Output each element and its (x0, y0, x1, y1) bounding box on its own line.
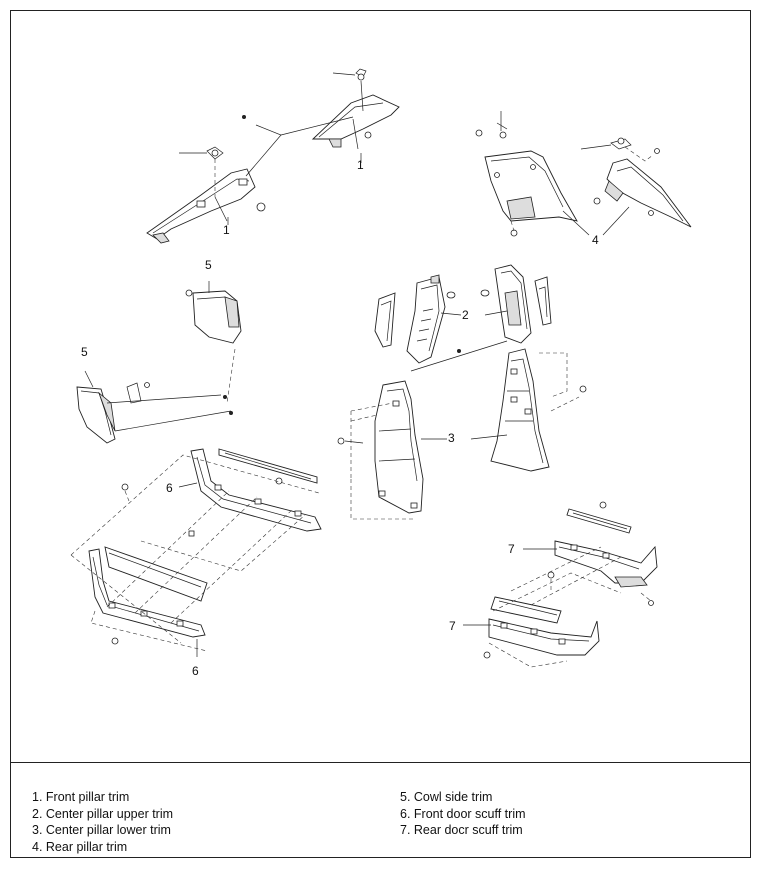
front-door-scuff-trim-group (70, 448, 322, 657)
center-pillar-lower-trim-group (337, 348, 587, 520)
legend-item-rear-door-scuff-trim: 7. Rear docr scuff trim (400, 823, 523, 837)
legend-item-center-pillar-upper-trim: 2. Center pillar upper trim (32, 806, 174, 821)
callout-6-upper: 6 (166, 481, 173, 495)
callout-6-lower: 6 (192, 664, 199, 678)
legend-column-left: 1. Front pillar trim 2. Center pillar up… (32, 789, 173, 855)
legend-item-front-pillar-trim: 1. Front pillar trim (32, 790, 130, 804)
callout-3: 3 (448, 431, 455, 445)
parts-legend: 1. Front pillar trim 2. Center pillar up… (11, 763, 750, 857)
legend-item-front-door-scuff-trim: 6. Front door scuff trim (400, 806, 526, 821)
legend-item-cowl-side-trim: 5. Cowl side trim (400, 790, 493, 804)
callout-1-right: 1 (357, 158, 364, 172)
front-door-scuff-trim-lower (88, 548, 206, 638)
legend-item-rear-pillar-trim: 4. Rear pillar trim (32, 839, 128, 854)
callout-7-lower: 7 (449, 619, 456, 633)
exploded-view-diagram: 1 1 4 5 5 2 3 6 6 7 7 (70, 68, 692, 678)
rear-pillar-trim-group (475, 111, 692, 237)
front-pillar-trim-right (311, 94, 400, 140)
rear-door-scuff-trim-group (463, 501, 658, 668)
diagram-frame: 1 1 4 5 5 2 3 6 6 7 7 1. Front pillar tr… (10, 10, 751, 858)
callout-5-lower: 5 (81, 345, 88, 359)
callout-5-upper: 5 (205, 258, 212, 272)
center-pillar-lower-trim-right (490, 348, 550, 472)
cowl-side-trim-lower (76, 386, 116, 444)
legend-divider (11, 762, 750, 763)
front-door-scuff-trim-upper (190, 448, 322, 532)
callout-2: 2 (462, 308, 469, 322)
callout-4: 4 (592, 233, 599, 247)
front-pillar-trim-group (146, 68, 400, 244)
callout-7-upper: 7 (508, 542, 515, 556)
cowl-side-trim-group (76, 281, 242, 444)
legend-column-right: 5. Cowl side trim 6. Front door scuff tr… (400, 789, 526, 839)
center-pillar-upper-trim-group (374, 264, 552, 372)
center-pillar-lower-trim-left (374, 380, 424, 514)
callout-1-left: 1 (223, 223, 230, 237)
legend-item-center-pillar-lower-trim: 3. Center pillar lower trim (32, 823, 171, 837)
